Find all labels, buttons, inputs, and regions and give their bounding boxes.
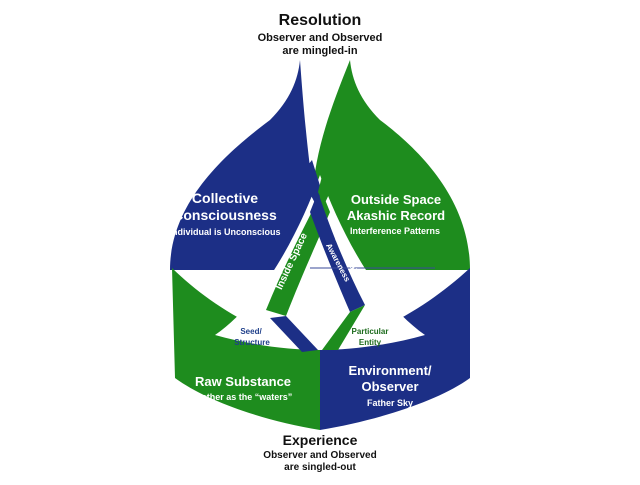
environment-band: [320, 268, 470, 430]
collective-title-1: Collective: [191, 190, 259, 206]
experience-title: Experience: [282, 432, 358, 448]
upper-cross-strip-left: [300, 160, 322, 205]
experience-line1: Observer and Observed: [263, 450, 377, 461]
outside-title-1: Outside Space: [350, 192, 442, 207]
lower-cross-strip-right: [322, 305, 365, 350]
resolution-line2: are mingled-in: [282, 45, 358, 57]
outside-title-2: Akashic Record: [346, 208, 446, 223]
particular-label-1: Particular: [351, 327, 389, 336]
environment-sub: Father Sky: [366, 398, 414, 408]
raw-substance-title: Raw Substance: [194, 374, 292, 389]
collective-title-2: Consciousness: [173, 207, 277, 223]
raw-substance-sub: Mother as the “waters”: [193, 392, 293, 402]
outside-sub: Interference Patterns: [349, 226, 441, 236]
inside-space-strip: [266, 192, 330, 316]
inner-space: [215, 175, 425, 350]
individual-awareness-strip: [310, 192, 365, 312]
environment-title-2: Observer: [361, 379, 419, 394]
collective-sub: Individual is Unconscious: [169, 227, 281, 237]
raw-substance-band: [172, 268, 320, 430]
collective-petal: [170, 60, 315, 270]
environment-title-1: Environment/: [348, 363, 432, 378]
resolution-line1: Observer and Observed: [257, 32, 383, 44]
seed-label-1: Seed/: [240, 327, 262, 336]
particular-label-2: Entity: [358, 338, 382, 347]
lower-cross-strip-left: [270, 316, 318, 352]
upper-cross-strip-right: [318, 160, 338, 205]
resolution-title: Resolution: [278, 12, 362, 29]
experience-line2: are singled-out: [284, 462, 356, 473]
outside-space-petal: [300, 60, 470, 270]
seed-label-2: Structure: [234, 338, 270, 347]
